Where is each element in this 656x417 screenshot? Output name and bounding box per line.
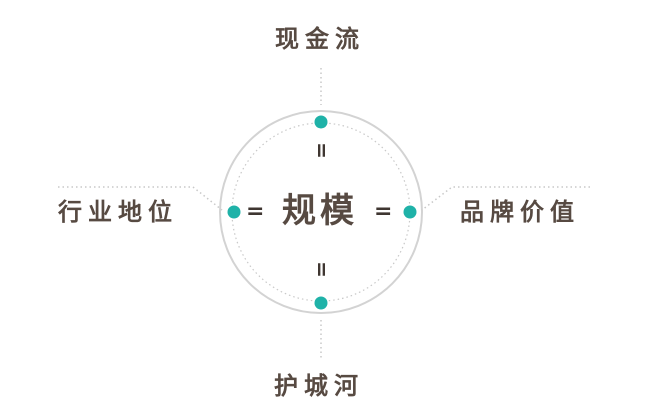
connector-left <box>58 186 223 211</box>
node-right-label: 品牌价值 <box>460 198 580 226</box>
node-bottom-label: 护城河 <box>274 372 364 400</box>
connector-right <box>421 186 590 211</box>
node-left-label: 行业地位 <box>58 198 178 226</box>
equals-bottom: = <box>309 261 334 279</box>
dot-top <box>314 115 328 129</box>
dot-left <box>227 205 241 219</box>
equals-top: = <box>309 142 334 160</box>
dot-right <box>403 205 417 219</box>
center-label: 规模 <box>282 191 358 231</box>
dot-bottom <box>314 296 328 310</box>
equals-left: = <box>246 199 265 224</box>
node-top-label: 现金流 <box>275 25 365 53</box>
outer-circle <box>219 110 423 314</box>
equals-right: = <box>374 199 393 224</box>
